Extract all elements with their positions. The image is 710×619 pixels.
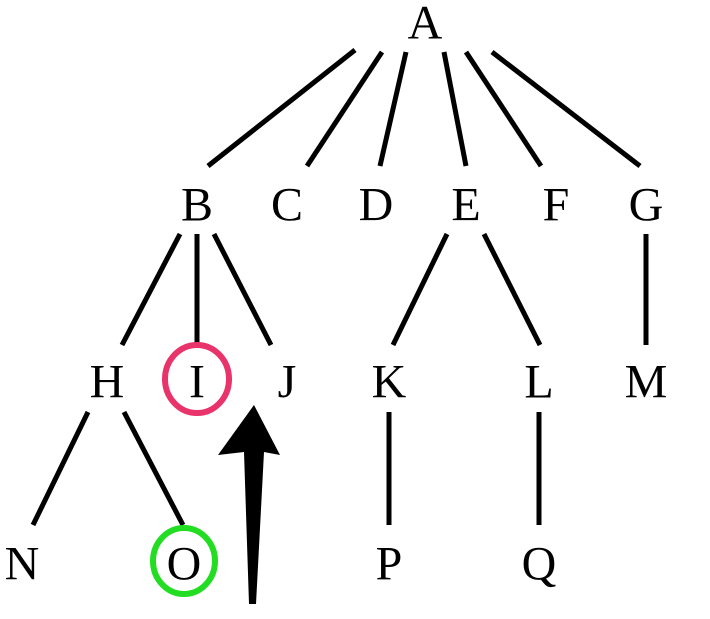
node-i: I xyxy=(189,356,205,409)
node-o: O xyxy=(167,538,202,591)
node-e: E xyxy=(451,179,480,232)
edge-a-b xyxy=(206,48,357,168)
node-d: D xyxy=(359,179,394,232)
node-q: Q xyxy=(522,538,557,591)
node-f: F xyxy=(543,179,570,232)
edge-a-c xyxy=(304,50,385,168)
pointer-arrow xyxy=(218,405,280,604)
edge-a-f xyxy=(463,50,544,168)
node-g: G xyxy=(629,179,664,232)
edge-h-o xyxy=(121,410,186,527)
edge-e-k xyxy=(390,232,450,347)
edge-e-l xyxy=(481,232,543,347)
edge-b-h xyxy=(119,232,183,347)
edge-h-n xyxy=(30,410,91,527)
highlight-ring-o xyxy=(150,525,218,597)
edge-a-e xyxy=(441,51,469,167)
node-p: P xyxy=(376,538,403,591)
node-h: H xyxy=(90,356,125,409)
edge-a-g xyxy=(490,50,642,168)
node-k: K xyxy=(372,356,407,409)
node-m: M xyxy=(625,356,668,409)
node-l: L xyxy=(524,356,553,409)
node-a: A xyxy=(408,0,443,50)
highlight-ring-i xyxy=(162,342,232,416)
node-labels: A B C D E F G H I J K L M N O P Q xyxy=(5,0,668,591)
edge-b-j xyxy=(211,232,274,347)
highlight-rings xyxy=(150,342,232,597)
tree-edges xyxy=(30,48,649,527)
node-n: N xyxy=(5,538,40,591)
node-b: B xyxy=(181,179,213,232)
edge-a-d xyxy=(377,51,409,167)
node-j: J xyxy=(278,356,297,409)
node-c: C xyxy=(271,179,303,232)
